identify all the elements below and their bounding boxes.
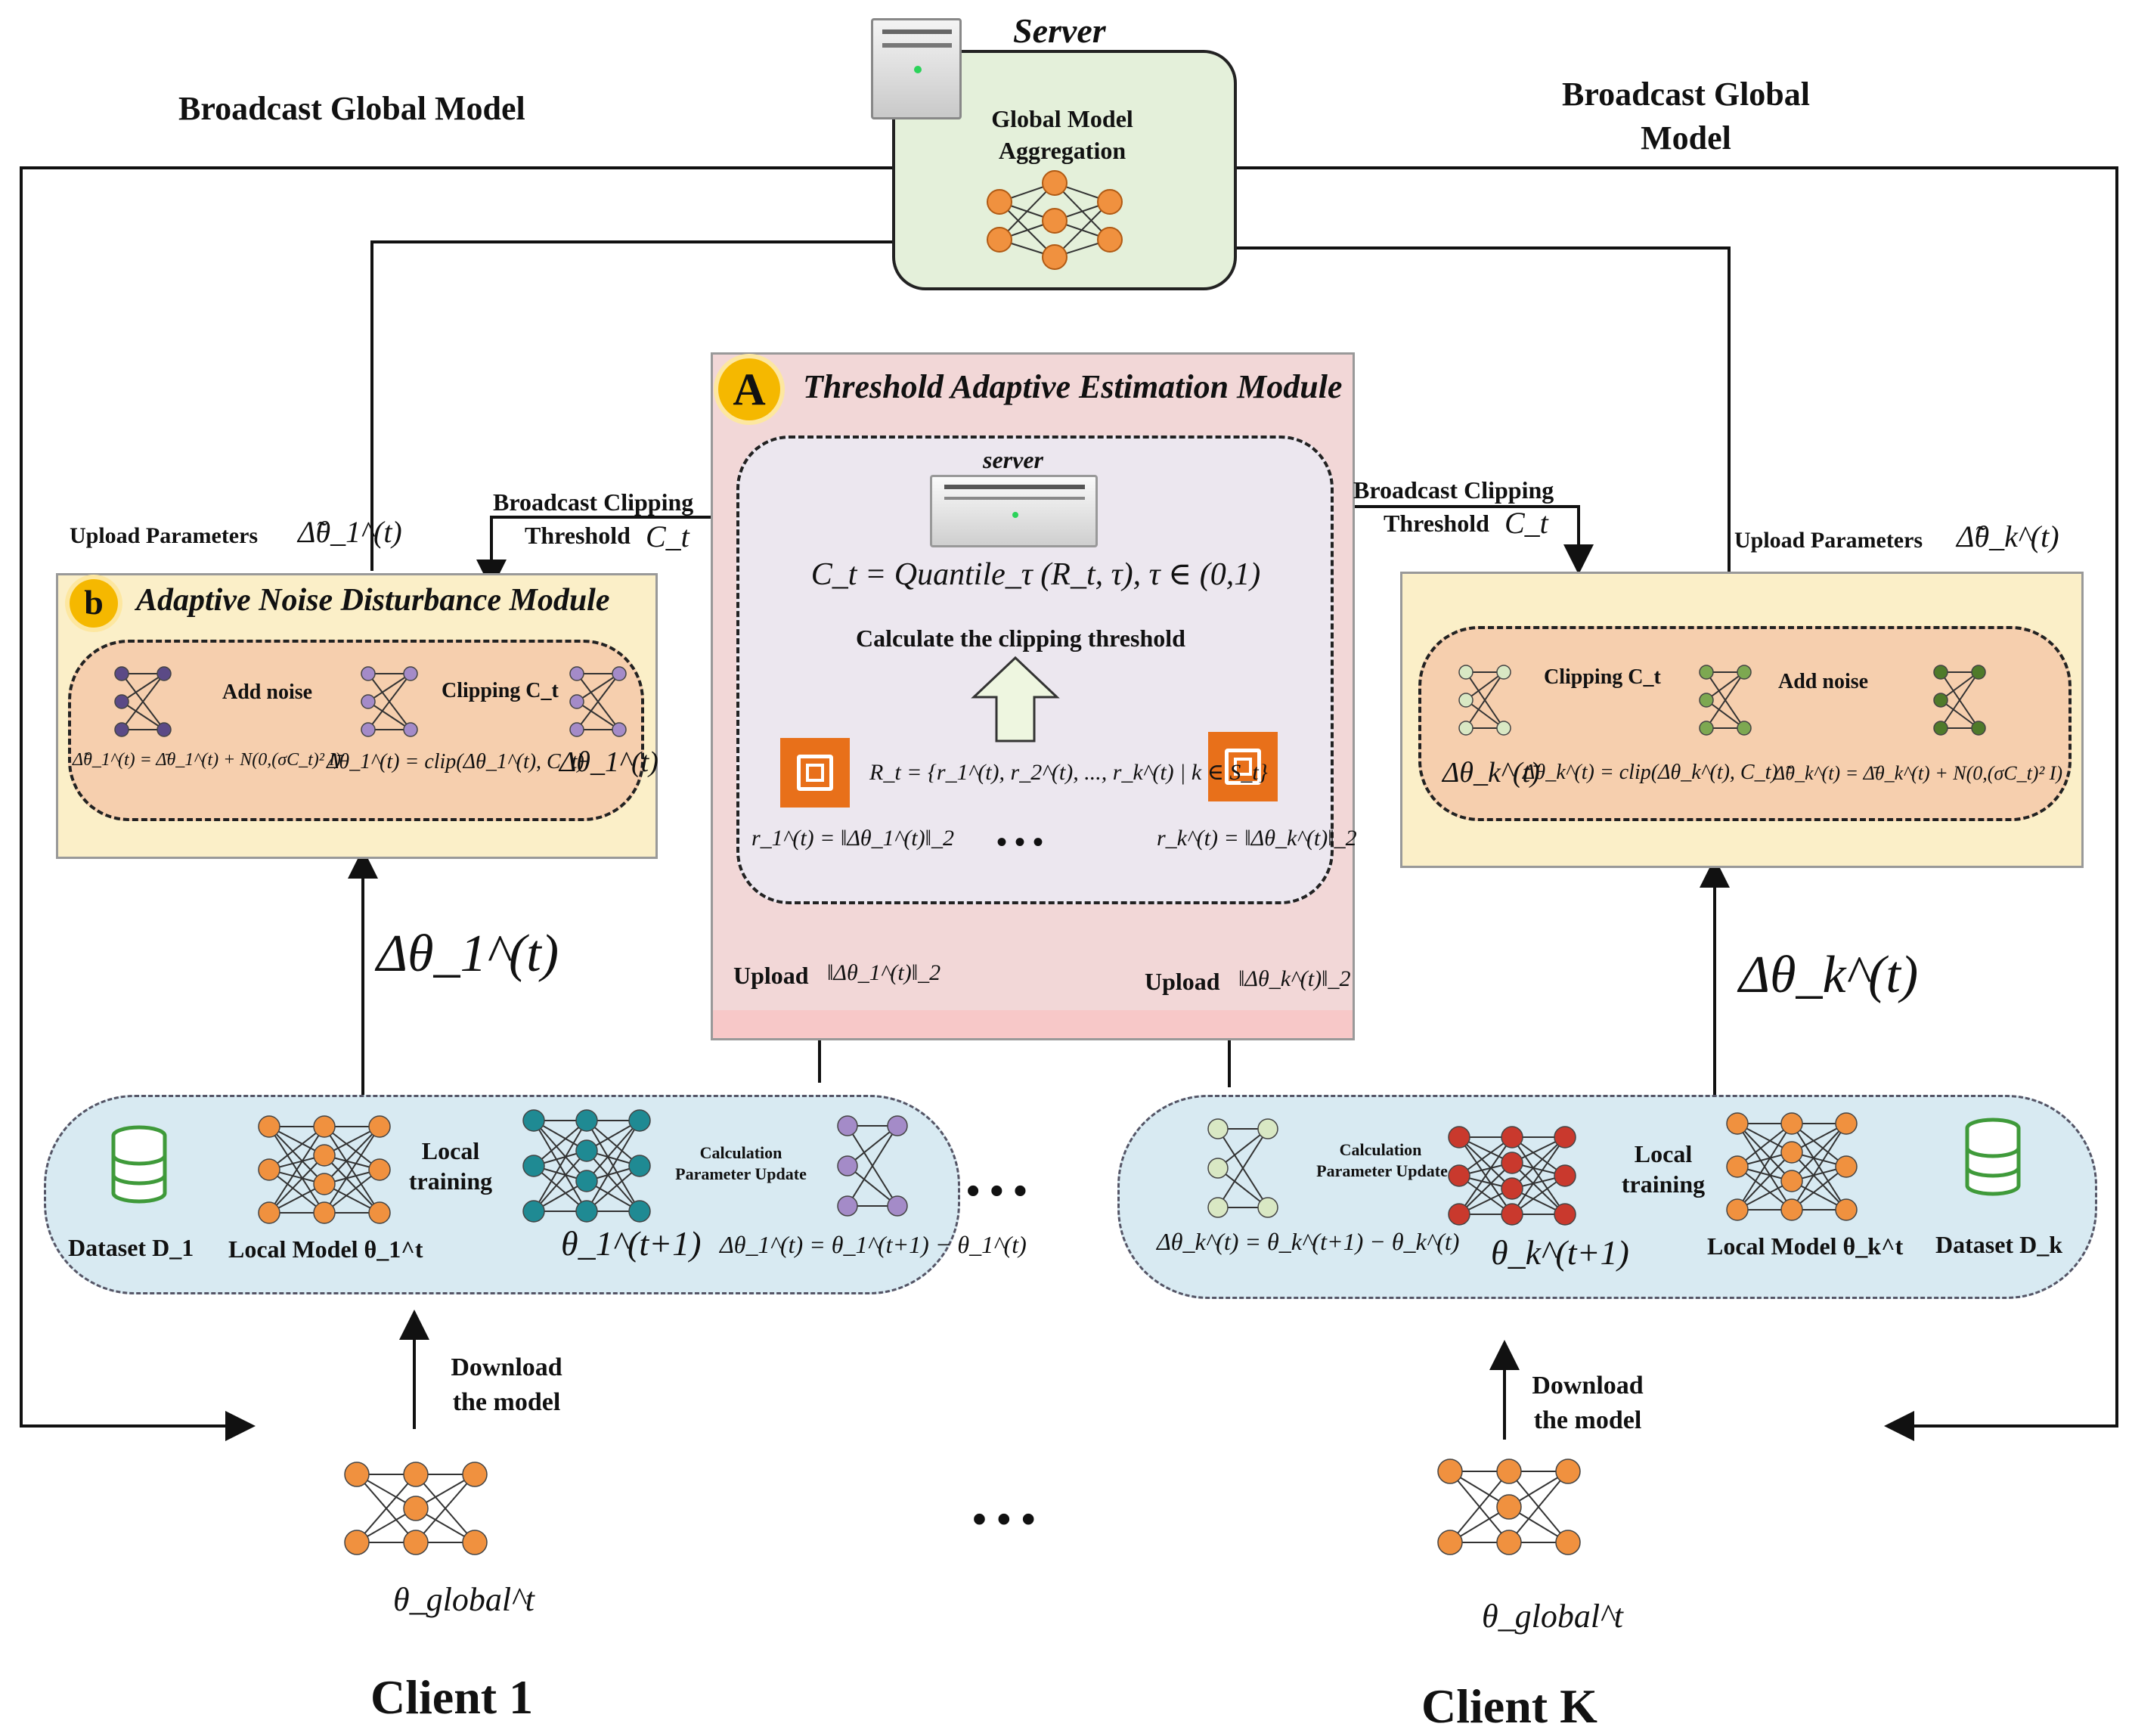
formula-r1: r_1^(t) = ‖Δθ_1^(t)‖_2 (751, 826, 955, 851)
delta-right-big: Δθ_k^(t) (1739, 946, 1919, 1004)
ck-local-training-label: Local training (1621, 1140, 1706, 1198)
broadcast-left-line (20, 166, 915, 1441)
upload-params-right-math: Δ̃θ_k^(t) (1957, 519, 2059, 553)
server-title: Server (1013, 11, 1106, 50)
download-left-label: Download the model (451, 1353, 562, 1416)
module-right-delta-net-icon (1458, 665, 1511, 736)
module-b-badge: b (70, 579, 118, 628)
broadcast-right-label: Broadcast Global Model (1561, 76, 1810, 157)
pipeline-ellipsis: • • • (966, 1170, 1027, 1213)
module-a-server-label: server (983, 446, 1043, 473)
module-b-delta-net-icon (569, 666, 627, 737)
calc-threshold-label: Calculate the clipping threshold (856, 625, 1185, 652)
module-b-clip-formula: Δ̄θ_1^(t) = clip(Δθ_1^(t), C_t) (327, 750, 584, 773)
upload-right-line (1204, 233, 1731, 626)
module-right-noisy-net-icon (1933, 665, 1986, 736)
clip-threshold-right-label-2: Threshold (1384, 510, 1489, 537)
module-a-badge: A (718, 358, 780, 420)
broadcast-left-label: Broadcast Global Model (178, 90, 525, 127)
upload-params-right-label: Upload Parameters (1734, 528, 1923, 553)
chip-icon-right (1208, 732, 1278, 801)
clip-threshold-left-label-1: Broadcast Clipping (493, 488, 694, 516)
upload-norm-right-label: Upload (1145, 968, 1220, 995)
c1-local-training-label: Local training (408, 1137, 493, 1195)
module-b-clipping: Clipping C_t (442, 679, 559, 702)
module-b-delta: Δθ_1^(t) (559, 746, 659, 778)
global-theta-left: θ_global^t (393, 1581, 535, 1618)
server-neural-net-icon (987, 170, 1123, 270)
module-a-title: Threshold Adaptive Estimation Module (803, 368, 1343, 405)
upload-left-line (370, 227, 928, 571)
download-right-label: Download the model (1532, 1372, 1644, 1434)
ck-dataset-icon (1965, 1118, 2021, 1196)
broadcast-right-line (1229, 166, 2118, 1441)
module-a-ellipsis: • • • (996, 825, 1044, 859)
formula-rt: R_t = {r_1^(t), r_2^(t), ..., r_k^(t) | … (869, 760, 1268, 785)
clip-threshold-left-label-2: Threshold (525, 522, 631, 549)
c1-delta-formula: Δθ_1^(t) = θ_1^(t+1) − θ_1^(t) (720, 1231, 1027, 1258)
global-theta-right: θ_global^t (1482, 1598, 1623, 1635)
module-a-server-icon (930, 475, 1098, 547)
c1-local-model-net-icon (258, 1115, 391, 1224)
ck-param-update-label: Parameter Update (1316, 1161, 1448, 1180)
c1-dataset-icon (111, 1125, 167, 1204)
module-b-title: Adaptive Noise Disturbance Module (136, 583, 610, 618)
module-right-clipping: Clipping C_t (1544, 665, 1661, 689)
formula-ct: C_t = Quantile_τ (R_t, τ), τ ∈ (0,1) (810, 557, 1261, 592)
clip-threshold-right-line (1270, 505, 1594, 575)
formula-rk: r_k^(t) = ‖Δθ_k^(t)‖_2 (1157, 826, 1357, 851)
clientk-label: Client K (1421, 1679, 1597, 1733)
upload-norm-left-label: Upload (733, 962, 809, 989)
upload-norm-left-math: ‖Δθ_1^(t)‖_2 (827, 960, 941, 985)
ck-update-net-icon (1207, 1118, 1278, 1218)
clientk-pipeline-box (1117, 1095, 2097, 1299)
client1-label: Client 1 (370, 1670, 534, 1724)
chip-icon-left (780, 738, 850, 808)
ck-delta-formula: Δθ_k^(t) = θ_k^(t+1) − θ_k^(t) (1157, 1228, 1460, 1255)
c1-calculation-label: Calculation (699, 1143, 782, 1162)
c1-theta-next: θ_1^(t+1) (561, 1224, 702, 1263)
server-tower-icon (871, 18, 962, 119)
clip-threshold-right-math: C_t (1504, 506, 1548, 540)
delta-left-big: Δθ_1^(t) (377, 925, 559, 983)
ck-local-model-label: Local Model θ_k^t (1707, 1232, 1904, 1260)
ck-dataset-label: Dataset D_k (1935, 1231, 2062, 1258)
c1-trained-net-icon (522, 1109, 651, 1223)
upload-params-left-label: Upload Parameters (70, 523, 259, 548)
ck-calculation-label: Calculation (1339, 1140, 1422, 1159)
ck-local-model-net-icon (1726, 1112, 1858, 1221)
clip-threshold-right-label-1: Broadcast Clipping (1353, 476, 1554, 504)
c1-dataset-label: Dataset D_1 (68, 1234, 194, 1261)
module-right-clipped-net-icon (1699, 665, 1752, 736)
module-b-clipped-net-icon (361, 666, 418, 737)
module-a-bottom-band (713, 1010, 1353, 1038)
c1-update-net-icon (837, 1115, 908, 1217)
middle-ellipsis: • • • (972, 1496, 1036, 1542)
module-b-noisy-formula: Δ̃θ_1^(t) = Δ̄θ_1^(t) + N(0,(σC_t)² I) (73, 750, 341, 770)
module-b-noisy-net-icon (114, 666, 172, 737)
calc-up-arrow-icon (971, 656, 1060, 742)
client1-pipeline-box (44, 1095, 960, 1294)
ck-trained-net-icon (1448, 1126, 1576, 1226)
upload-params-left-math: Δ̃θ_1^(t) (298, 515, 402, 549)
module-right-noisy-formula: Δ̃θ_k^(t) = Δ̄θ_k^(t) + N(0,(σC_t)² I) (1774, 762, 2063, 784)
server-aggregation-label: Global Model Aggregation (991, 105, 1133, 164)
module-b-add-noise: Add noise (222, 680, 313, 704)
upload-norm-right-math: ‖Δθ_k^(t)‖_2 (1238, 966, 1351, 991)
c1-local-model-label: Local Model θ_1^t (228, 1235, 423, 1263)
module-right-clip-formula: Δ̄θ_k^(t) = clip(Δθ_k^(t), C_t) (1523, 761, 1778, 784)
global-model-right-net-icon (1437, 1459, 1581, 1555)
module-right-delta: Δθ_k^(t) (1443, 757, 1540, 789)
global-model-left-net-icon (344, 1462, 488, 1555)
clip-threshold-left-math: C_t (646, 519, 689, 553)
module-right-add-noise: Add noise (1778, 670, 1869, 693)
clip-threshold-left-line (476, 516, 779, 590)
c1-param-update-label: Parameter Update (675, 1164, 807, 1183)
ck-theta-next: θ_k^(t+1) (1491, 1233, 1629, 1272)
